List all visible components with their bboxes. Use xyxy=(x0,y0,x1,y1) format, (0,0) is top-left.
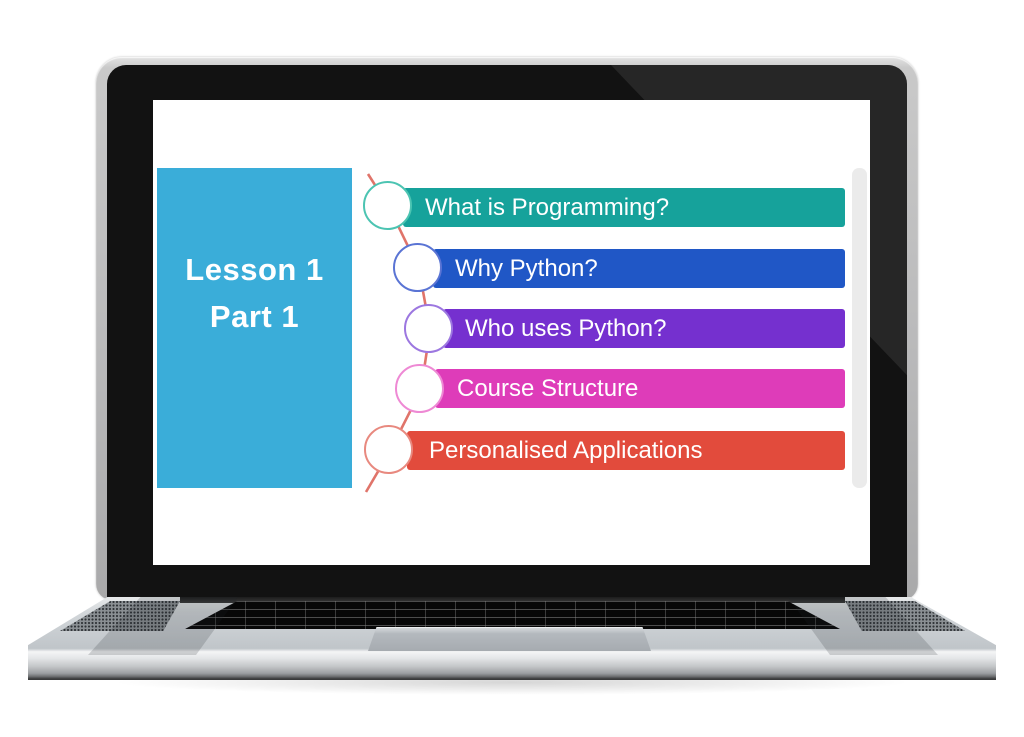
trackpad xyxy=(368,627,651,651)
topic-label: Course Structure xyxy=(457,375,639,402)
laptop-base xyxy=(28,597,996,680)
topic-bar-course-structure: Course Structure xyxy=(435,369,845,408)
lesson-title-line1: Lesson 1 xyxy=(185,252,324,287)
milestone-circle-3 xyxy=(404,304,453,353)
topic-bar-what-is-programming: What is Programming? xyxy=(403,188,845,227)
topic-label: Who uses Python? xyxy=(465,315,667,342)
hinge xyxy=(180,597,845,603)
milestone-circle-2 xyxy=(393,243,442,292)
scrollbar-track[interactable] xyxy=(852,168,867,488)
topic-bar-who-uses-python: Who uses Python? xyxy=(443,309,845,348)
topic-label: Why Python? xyxy=(455,255,598,282)
topic-label: Personalised Applications xyxy=(429,437,703,464)
milestone-circle-5 xyxy=(364,425,413,474)
topic-label: What is Programming? xyxy=(425,194,670,221)
lesson-title-line2: Part 1 xyxy=(209,299,300,334)
lesson-title-box: Lesson 1 Part 1 xyxy=(157,168,352,488)
topic-bar-personalised-applications: Personalised Applications xyxy=(407,431,845,470)
topic-bar-why-python: Why Python? xyxy=(433,249,845,288)
milestone-circle-1 xyxy=(363,181,412,230)
laptop-shadow xyxy=(110,679,914,695)
keyboard xyxy=(185,601,840,629)
milestone-circle-4 xyxy=(395,364,444,413)
